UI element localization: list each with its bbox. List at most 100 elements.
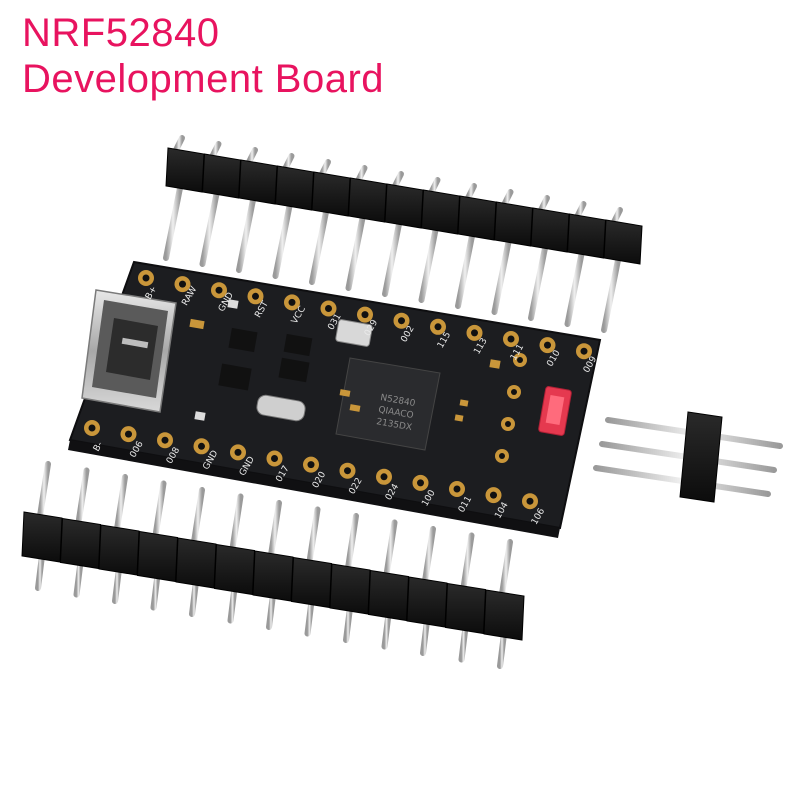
solder-pad-hole [453, 485, 461, 493]
solder-pad-hole [142, 274, 150, 282]
header-plastic-block [252, 550, 294, 602]
header-pin-top [392, 171, 404, 189]
header-pin-top [114, 474, 128, 532]
header-plastic-block [238, 159, 278, 205]
header-plastic-block [493, 201, 534, 247]
header-plastic-block [420, 189, 461, 235]
solder-pad-hole [380, 473, 388, 481]
smd-components [189, 299, 501, 422]
header-plastic-block [213, 543, 256, 596]
header-pin-bottom [497, 631, 507, 669]
solder-pad-hole [234, 448, 242, 456]
header-pin-top [282, 153, 295, 171]
solder-pad-hole [499, 453, 505, 459]
header-pin-bottom [528, 245, 548, 321]
header-pin-top [319, 159, 331, 177]
header-pin-bottom [491, 239, 512, 315]
solder-pad-hole [434, 323, 442, 331]
header-plastic-block [311, 171, 351, 217]
header-pin-top [460, 532, 475, 591]
header-pin-bottom [601, 257, 621, 333]
solder-pad-hole [125, 430, 132, 438]
header-plastic-block [136, 530, 179, 583]
header-plastic-block [444, 582, 487, 635]
solder-pad-hole [507, 335, 515, 343]
top-pad-row [138, 270, 592, 360]
header-pin-top [37, 461, 51, 519]
header-pin-bottom [418, 227, 439, 303]
top-pin-header [163, 135, 643, 333]
solder-pad-hole [471, 329, 478, 337]
solder-pad-hole [215, 286, 223, 294]
solder-pad-hole [517, 357, 523, 363]
product-title: NRF52840 Development Board [22, 10, 384, 102]
header-pin-top [422, 526, 436, 584]
header-plastic-block [329, 563, 371, 615]
header-pin-bottom [163, 185, 183, 261]
header-pin-bottom [266, 592, 276, 630]
header-pin-bottom [345, 215, 366, 291]
header-pin-top [191, 487, 205, 545]
header-pin-top [383, 519, 398, 578]
solder-pad-hole [490, 491, 497, 499]
solder-pad-hole [288, 298, 296, 306]
header-pin-bottom [73, 559, 84, 598]
nrf52840-chip: N52840 QIAACO 2135DX [335, 357, 441, 451]
header-pin-bottom [455, 233, 475, 309]
header-pin-top [538, 195, 550, 213]
header-pin-bottom [309, 209, 329, 285]
header-pin-top [75, 467, 90, 526]
header-pin-top [501, 189, 514, 207]
header-pin-top [574, 201, 587, 219]
header-pin-bottom [343, 605, 353, 643]
header-pin-top [306, 506, 321, 565]
header-plastic-block [367, 569, 410, 622]
header-pin-top [499, 539, 513, 597]
crystal-oscillator [256, 394, 306, 422]
pin-label: B- [92, 440, 105, 453]
solder-pad-hole [325, 305, 332, 312]
header-pin-bottom [236, 197, 256, 273]
header-pin-top [268, 500, 282, 558]
bottom-pin-header [21, 461, 525, 669]
header-plastic-block [165, 147, 205, 193]
header-plastic-block [98, 524, 140, 576]
pcb-edge [68, 440, 560, 538]
usb-c-connector [81, 289, 177, 413]
header-plastic-block [175, 537, 217, 589]
header-pin-bottom [272, 203, 293, 279]
right-pad-column [495, 353, 527, 463]
header-pin-bottom [112, 566, 122, 604]
header-plastic-block [483, 589, 525, 641]
solder-pad-hole [252, 292, 259, 300]
solder-pad-hole [307, 461, 315, 469]
title-line-model: NRF52840 [22, 11, 220, 55]
header-pin-bottom [35, 553, 45, 591]
solder-pad-hole [505, 421, 511, 427]
solder-pad-hole [417, 479, 424, 487]
header-plastic-block [406, 576, 448, 628]
header-pin-bottom [199, 191, 220, 267]
header-plastic-block [201, 153, 242, 199]
solder-pad-hole [580, 347, 588, 355]
solder-pad-hole [179, 280, 186, 288]
header-plastic-block [530, 207, 570, 253]
header-pin-bottom [304, 598, 315, 637]
header-pin-bottom [227, 585, 238, 624]
header-plastic-block [290, 556, 333, 609]
header-pin-bottom [420, 618, 430, 656]
header-plastic-block [274, 165, 315, 211]
solder-pad-hole [544, 341, 551, 349]
header-plastic-block [347, 177, 388, 223]
bottom-pad-row [84, 420, 538, 510]
header-pin-bottom [189, 579, 199, 617]
title-line-description: Development Board [22, 57, 385, 101]
solder-pad-hole [361, 311, 369, 319]
header-pin-top [246, 147, 258, 165]
header-pin-top [152, 480, 167, 539]
header-plastic-block [603, 219, 643, 265]
solder-pad-hole [271, 455, 278, 462]
header-pin-top [345, 513, 359, 571]
